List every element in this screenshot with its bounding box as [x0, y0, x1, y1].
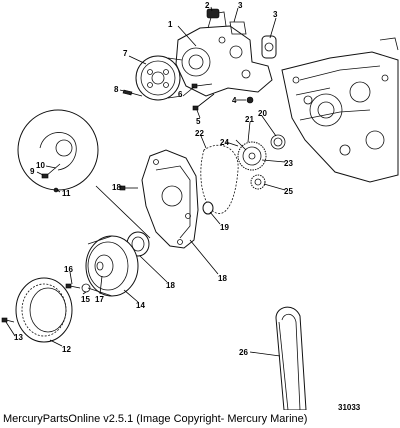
serpentine-belt — [275, 306, 307, 410]
callout-labels: 1 2 3 3 4 5 6 7 8 9 10 11 12 13 14 15 16… — [14, 1, 361, 410]
callout-3-upper: 3 — [238, 1, 243, 10]
callout-9: 9 — [30, 167, 35, 176]
callout-6: 6 — [178, 90, 183, 99]
drawing-number: 31033 — [338, 403, 361, 410]
gasket-block — [229, 21, 247, 35]
sprocket-seal — [202, 201, 214, 215]
callout-4: 4 — [232, 96, 237, 105]
engine-block-front — [281, 37, 399, 183]
callout-7: 7 — [123, 49, 128, 58]
callout-1: 1 — [168, 20, 173, 29]
callout-22: 22 — [195, 129, 204, 138]
water-pump-pulley — [135, 55, 183, 101]
callout-21: 21 — [245, 115, 254, 124]
water-pump — [175, 11, 273, 97]
callout-3-gasket: 3 — [273, 10, 278, 19]
water-pump-plug — [206, 8, 220, 19]
callout-18-bolt: 18 — [112, 183, 121, 192]
callout-10: 10 — [36, 161, 45, 170]
callout-2: 2 — [205, 1, 210, 10]
exploded-parts-diagram: 1 2 3 3 4 5 6 7 8 9 10 11 12 13 14 15 16… — [1, 1, 399, 410]
washer-small — [246, 96, 254, 104]
callout-19: 19 — [220, 223, 229, 232]
callout-8: 8 — [114, 85, 119, 94]
pump-bolts — [191, 83, 215, 111]
gasket-top — [261, 35, 277, 59]
sprocket-washer — [270, 134, 286, 150]
crank-sprocket — [250, 174, 266, 190]
callout-11: 11 — [62, 189, 71, 198]
callout-15: 15 — [81, 295, 90, 304]
ring-gear-bolt — [1, 317, 15, 323]
callout-16: 16 — [64, 265, 73, 274]
callout-18-cover: 18 — [218, 274, 227, 283]
cover-bolt — [119, 185, 138, 191]
leader-lines — [5, 6, 286, 357]
detail-inset — [17, 109, 151, 239]
callout-12: 12 — [62, 345, 71, 354]
ring-gear — [15, 277, 73, 343]
timing-cover — [141, 149, 199, 249]
callout-18-seal: 18 — [166, 281, 175, 290]
callout-25: 25 — [284, 187, 293, 196]
callout-26: 26 — [239, 348, 248, 357]
callout-17: 17 — [95, 295, 104, 304]
callout-14: 14 — [136, 301, 145, 310]
pulley-bolt — [122, 89, 143, 97]
image-caption: MercuryPartsOnline v2.5.1 (Image Copyrig… — [3, 413, 308, 425]
balancer-bolt — [65, 283, 81, 289]
callout-20: 20 — [258, 109, 267, 118]
callout-13: 13 — [14, 333, 23, 342]
timing-chain — [200, 144, 239, 214]
callout-24: 24 — [220, 138, 229, 147]
callout-5: 5 — [196, 117, 201, 126]
sprocket-bolt — [235, 139, 247, 151]
harmonic-balancer — [85, 235, 139, 297]
callout-23: 23 — [284, 159, 293, 168]
